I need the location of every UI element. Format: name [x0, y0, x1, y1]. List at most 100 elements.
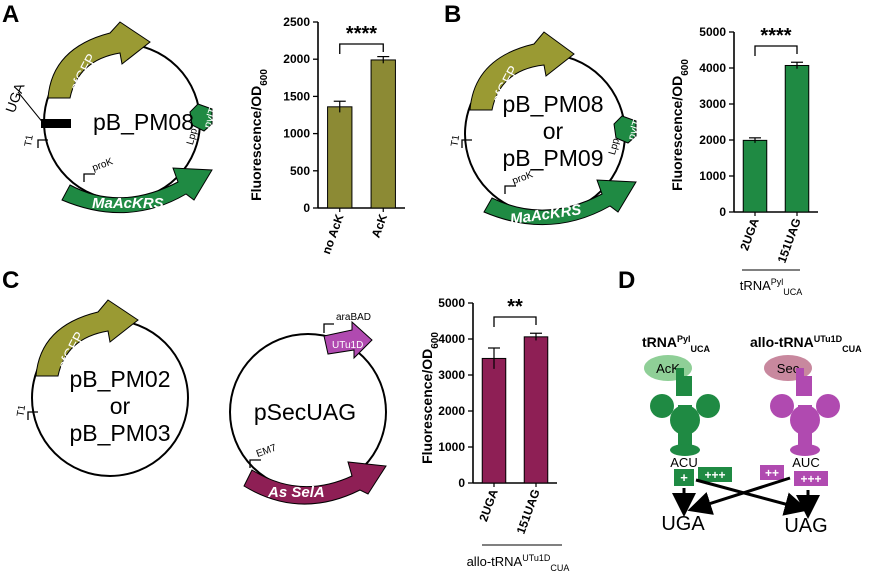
- svg-text:+++: +++: [704, 468, 725, 482]
- trna2-name: allo-tRNAUTu1DCUA: [750, 334, 862, 354]
- bar: [327, 106, 353, 209]
- y-tick-label: 500: [290, 164, 310, 178]
- trna2-plus3-box: [794, 471, 828, 486]
- trna1-plus-box: [674, 469, 694, 486]
- codon-uga: UGA: [661, 513, 705, 535]
- assela-gene-arrow: [243, 461, 387, 505]
- plasmid-name-b-1: pB_PM08: [502, 91, 603, 117]
- trna1-name: tRNAPylUCA: [642, 334, 711, 354]
- em7-label: EM7: [255, 442, 278, 460]
- y-tick-label: 1000: [699, 169, 726, 183]
- y-tick-label: 2000: [699, 133, 726, 147]
- y-tick-label: 1000: [438, 440, 465, 454]
- sec-label: Sec: [777, 361, 800, 376]
- plasmid-name-b-2: or: [543, 118, 564, 144]
- trna1-cloverleaf: AcK ACU + +++: [644, 355, 732, 486]
- plasmid-map-c2: UTu1D araBAD As SelA EM7 pSecUAG: [229, 312, 387, 505]
- svg-text:+++: +++: [800, 472, 821, 486]
- maackrs-gene-arrow-b: [483, 179, 637, 226]
- panel-a-label: A: [2, 1, 19, 28]
- category-label: AcK: [369, 212, 390, 240]
- y-tick-label: 5000: [438, 296, 465, 310]
- y-tick-label: 0: [458, 476, 465, 490]
- assela-label: As SelA: [267, 484, 325, 501]
- y-tick-label: 2000: [438, 404, 465, 418]
- category-label: 151UAG: [514, 487, 543, 536]
- lpp-label-b: Lpp: [607, 137, 622, 156]
- uga-site-a: [41, 119, 71, 128]
- y-tick-label: 2000: [283, 52, 310, 66]
- y-tick-label: 4000: [438, 332, 465, 346]
- y-tick-label: 5000: [699, 25, 726, 39]
- arabad-label: araBAD: [336, 312, 371, 323]
- arrow-trna2-uga: [687, 476, 791, 515]
- y-tick-label: 2500: [283, 15, 310, 29]
- significance-label: ****: [346, 23, 377, 45]
- chart-b-plot: 0 1000 2000 3000 4000 5000 2UGA 151UAG ****: [699, 25, 818, 265]
- sfgfp-gene-arrow-b: [469, 31, 575, 111]
- utu1d-gene-arrow: [323, 320, 373, 360]
- plasmid-name-c1-1: pB_PM02: [69, 366, 170, 392]
- plasmid-name-a: pB_PM08: [93, 109, 194, 135]
- codon-uag: UAG: [784, 515, 827, 537]
- pylt-gene-arrow-a: [189, 103, 213, 132]
- arrow-trna1-uag: [695, 478, 809, 516]
- trna-diagram: tRNAPylUCA allo-tRNAUTu1DCUA AcK ACU + +…: [642, 334, 862, 537]
- significance-bracket: [493, 316, 537, 327]
- svg-text:+: +: [680, 470, 688, 485]
- uga-label-a: UGA: [2, 80, 28, 115]
- chart-a-ylabel: Fluorescence/OD600: [248, 69, 270, 201]
- category-label: 151UAG: [775, 216, 804, 265]
- bar: [370, 59, 396, 209]
- y-tick-label: 4000: [699, 61, 726, 75]
- chart-c: Fluorescence/OD600 0 1000 2000 3000 4000 5000…: [419, 296, 569, 573]
- y-tick-label: 3000: [699, 97, 726, 111]
- y-tick-label: 1500: [283, 89, 310, 103]
- plasmid-name-b-3: pB_PM09: [502, 145, 603, 171]
- pylt-gene-arrow-b: [613, 115, 637, 144]
- significance-bracket: [754, 45, 798, 56]
- chart-a: Fluorescence/OD600 05001000150020002500n…: [248, 15, 405, 256]
- bar: [784, 64, 810, 213]
- maackrs-gene-arrow-a: [61, 167, 213, 214]
- prok-label-a: proK: [91, 156, 115, 174]
- plasmid-name-c2: pSecUAG: [254, 399, 356, 425]
- plasmid-map-b: sfGFP T1 pylT Lpp MaAcKRS proK pB_PM08 o…: [449, 31, 644, 228]
- chart-b-ylabel: Fluorescence/OD600: [669, 59, 691, 191]
- bar: [523, 336, 549, 484]
- bar: [742, 139, 768, 213]
- chart-b-group-label: tRNAPylUCA: [740, 277, 803, 297]
- sfgfp-gene-arrow-a: [47, 21, 151, 99]
- ack-label: AcK: [656, 361, 680, 376]
- bar: [481, 357, 507, 484]
- trna1-plus3-box: [698, 467, 732, 482]
- prok-label-b: proK: [511, 169, 535, 187]
- lpp-label-a: Lpp: [185, 127, 200, 146]
- y-tick-label: 1000: [283, 127, 310, 141]
- plasmid-name-c1-3: pB_PM03: [69, 420, 170, 446]
- maackrs-label-a: MaAcKRS: [92, 195, 164, 212]
- panel-b-label: B: [444, 1, 461, 28]
- y-tick-label: 0: [719, 205, 726, 219]
- chart-c-ylabel: Fluorescence/OD600: [419, 332, 441, 464]
- chart-b: Fluorescence/OD600 0 1000 2000 3000 4000 5000…: [669, 25, 818, 297]
- utu1d-label: UTu1D: [332, 340, 363, 351]
- category-label: no AcK: [319, 212, 346, 256]
- significance-bracket: [339, 43, 384, 54]
- y-tick-label: 3000: [438, 368, 465, 382]
- panel-c-label: C: [2, 267, 19, 294]
- chart-c-group-label: allo-tRNAUTu1DCUA: [467, 553, 570, 573]
- category-label: 2UGA: [737, 216, 762, 252]
- category-label: 2UGA: [476, 487, 501, 523]
- chart-c-plot: 0 1000 2000 3000 4000 5000 2UGA 151UAG **: [438, 296, 557, 536]
- significance-label: **: [507, 296, 523, 318]
- trna1-anticodon: ACU: [670, 455, 697, 470]
- significance-label: ****: [760, 25, 791, 47]
- t1-label-a: T1: [23, 134, 36, 148]
- t1-label-b: T1: [449, 134, 462, 148]
- trna2-plus2-box: [760, 465, 784, 480]
- svg-text:++: ++: [765, 466, 779, 480]
- trna2-cloverleaf: Sec AUC ++ +++: [760, 355, 840, 486]
